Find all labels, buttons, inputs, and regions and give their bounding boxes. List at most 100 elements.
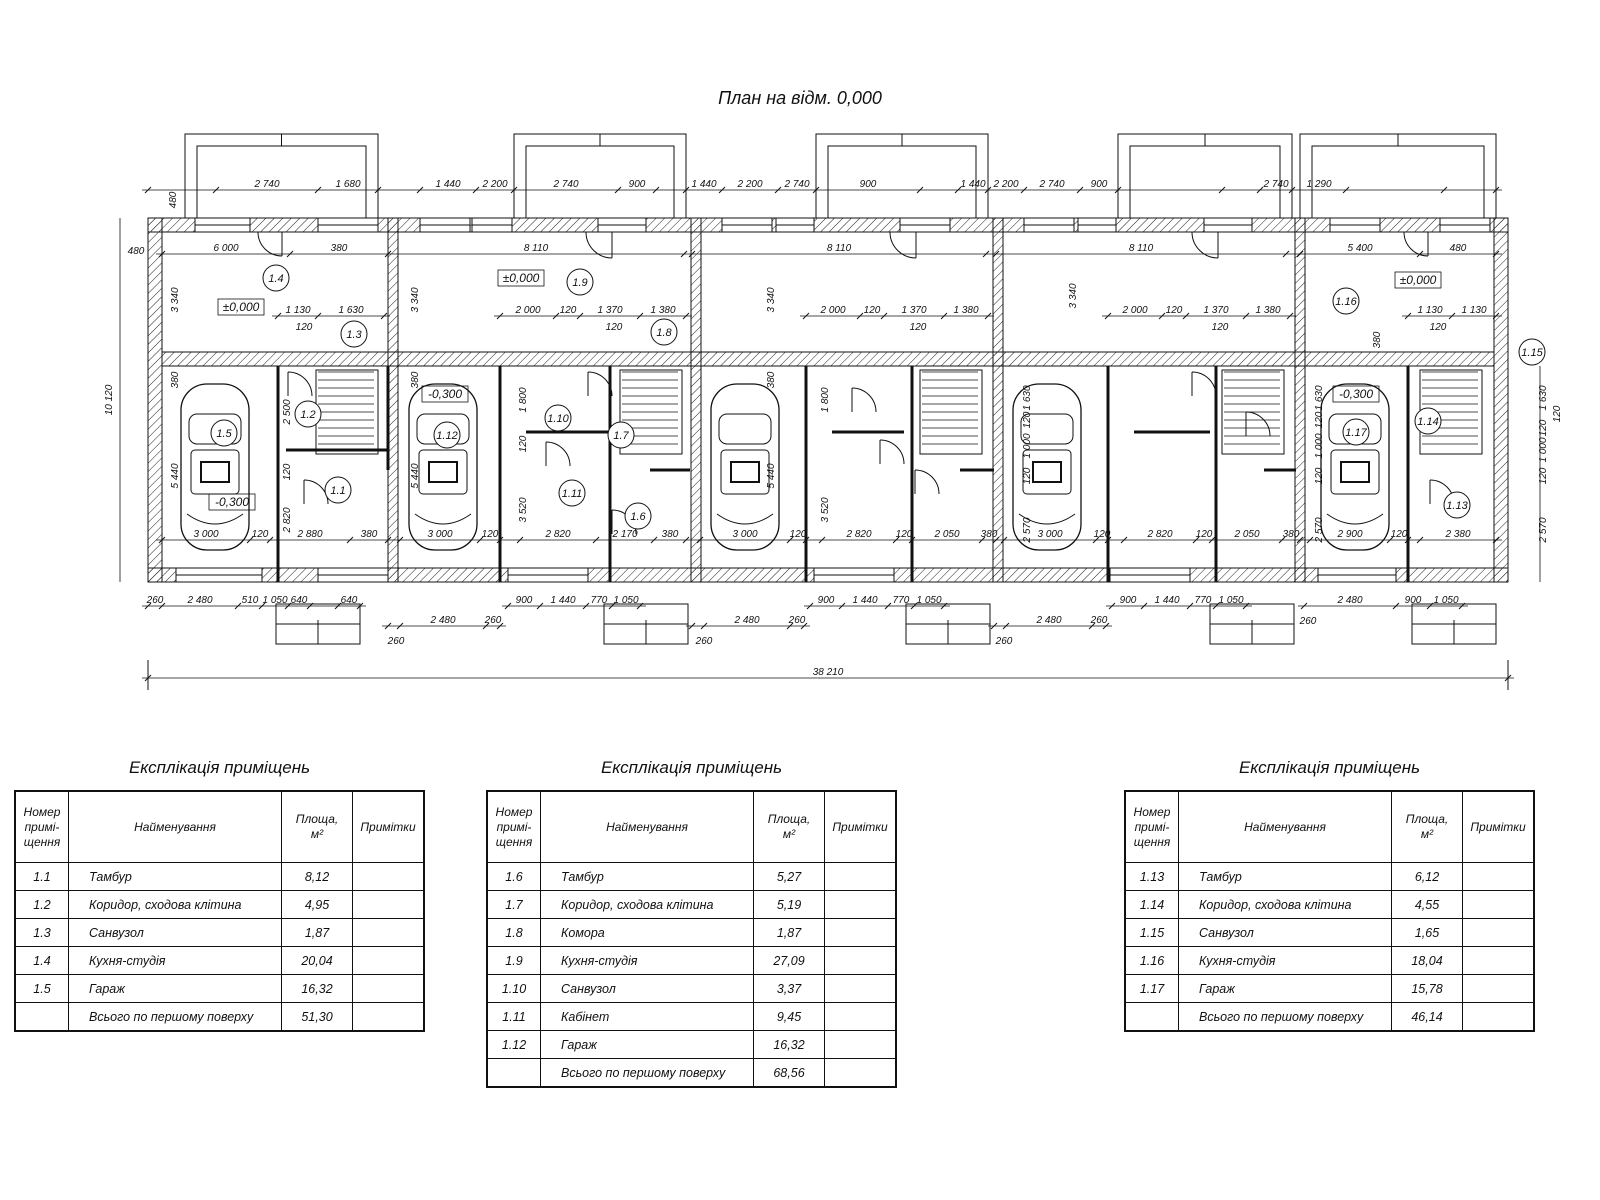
room-tag: 1.5 bbox=[216, 428, 232, 440]
dimension-tick bbox=[1256, 186, 1264, 194]
dimension-tick bbox=[266, 536, 274, 544]
dimension-tick bbox=[1102, 622, 1110, 630]
room-name: Комора bbox=[540, 918, 754, 947]
room-number bbox=[1124, 1002, 1179, 1032]
level-mark-box bbox=[217, 298, 265, 316]
room-name: Санвузол bbox=[68, 918, 282, 947]
room-name: Коридор, сходова клітина bbox=[540, 890, 754, 919]
room-area: 15,78 bbox=[1391, 974, 1463, 1003]
level-mark-box bbox=[421, 385, 469, 403]
dimension-label: 2 170 bbox=[611, 529, 637, 540]
dimension-tick bbox=[682, 536, 690, 544]
dimension-tick bbox=[614, 186, 622, 194]
dimension-tick bbox=[802, 312, 810, 320]
dimension-label: 120 bbox=[910, 322, 927, 333]
dimension-label: 260 bbox=[995, 636, 1013, 647]
dimension-label: 1 630 bbox=[1538, 385, 1549, 410]
dimension-tick bbox=[1192, 536, 1200, 544]
dimension-tick bbox=[482, 622, 490, 630]
table-title: Експлікація приміщень bbox=[1238, 758, 1421, 777]
dimension-label: 260 bbox=[1090, 615, 1108, 626]
room-number: 1.1 bbox=[14, 862, 69, 891]
car-hood bbox=[716, 513, 774, 525]
room-note bbox=[1462, 974, 1535, 1003]
door-swing bbox=[851, 387, 877, 413]
dimension-label: 2 480 bbox=[733, 615, 759, 626]
dimension-label: 120 bbox=[1430, 322, 1447, 333]
dimension-label: 1 130 bbox=[1461, 305, 1486, 316]
door-swing bbox=[1245, 411, 1271, 437]
room-tag: 1.10 bbox=[547, 413, 569, 425]
dimension-label: 1 000 bbox=[1314, 433, 1325, 458]
dimension-label: 120 bbox=[1552, 405, 1563, 422]
dimension-tick bbox=[1000, 536, 1008, 544]
dimension-label: 120 bbox=[296, 322, 313, 333]
dimension-label: 1 130 bbox=[1417, 305, 1442, 316]
level-mark: ±0,000 bbox=[223, 300, 260, 314]
car-roof bbox=[418, 449, 468, 495]
dimension-tick bbox=[334, 602, 342, 610]
door-swing bbox=[585, 231, 613, 259]
dimension-tick bbox=[510, 186, 518, 194]
car-sunroof bbox=[1340, 461, 1370, 483]
dimension-label: 120 bbox=[1022, 411, 1033, 428]
dimension-tick bbox=[1296, 536, 1304, 544]
dimension-tick bbox=[682, 186, 690, 194]
dimension-label: 380 bbox=[766, 371, 777, 388]
plan-title: План на відм. 0,000 bbox=[718, 88, 882, 108]
dimension-label: 2 050 bbox=[1233, 529, 1259, 540]
terrace-outline bbox=[815, 133, 989, 218]
room-name: Гараж bbox=[68, 974, 282, 1003]
dimension-tick bbox=[1492, 250, 1500, 258]
room-tag: 1.14 bbox=[1417, 416, 1438, 428]
car-roof bbox=[720, 449, 770, 495]
dimension-tick bbox=[992, 536, 1000, 544]
dimension-label: 260 bbox=[387, 636, 405, 647]
header-number: Номер примі- щення bbox=[486, 790, 541, 863]
level-mark: -0,300 bbox=[215, 495, 249, 509]
dimension-tick bbox=[552, 312, 560, 320]
room-name: Всього по першому поверху bbox=[1178, 1002, 1392, 1032]
room-name: Тамбур bbox=[1178, 862, 1392, 891]
room-tag: 1.3 bbox=[346, 329, 362, 341]
dimension-tick bbox=[984, 312, 992, 320]
dimension-label: 1 380 bbox=[1255, 305, 1280, 316]
dimension-label: 380 bbox=[981, 529, 998, 540]
room-number: 1.13 bbox=[1124, 862, 1179, 891]
dimension-tick bbox=[274, 312, 282, 320]
dimension-label: 900 bbox=[629, 179, 646, 190]
level-mark-box bbox=[1332, 385, 1380, 403]
dimension-label: 380 bbox=[662, 529, 679, 540]
room-name: Тамбур bbox=[68, 862, 282, 891]
room-area: 16,32 bbox=[281, 974, 353, 1003]
dimension-label: 480 bbox=[128, 246, 145, 257]
car-icon bbox=[180, 383, 250, 551]
room-tag-circle bbox=[340, 320, 368, 348]
car-icon bbox=[1012, 383, 1082, 551]
dimension-label: 1 050 bbox=[916, 595, 941, 606]
dimension-label: 380 bbox=[170, 371, 181, 388]
dimension-label: 1 370 bbox=[1203, 305, 1228, 316]
room-tag-circle bbox=[1443, 491, 1471, 519]
dimension-label: 1 000 bbox=[1538, 437, 1549, 462]
dimension-label: 120 bbox=[518, 435, 529, 452]
dimension-tick bbox=[700, 622, 708, 630]
room-name: Коридор, сходова клітина bbox=[1178, 890, 1392, 919]
level-mark: -0,300 bbox=[428, 387, 462, 401]
dimension-tick bbox=[680, 250, 688, 258]
room-note bbox=[824, 946, 897, 975]
dimension-label: 380 bbox=[1283, 529, 1300, 540]
room-number: 1.17 bbox=[1124, 974, 1179, 1003]
room-note bbox=[824, 1030, 897, 1059]
dimension-label: 480 bbox=[168, 191, 179, 208]
room-tag-circle bbox=[294, 400, 322, 428]
dimension-label: 8 110 bbox=[1129, 243, 1154, 254]
room-tag: 1.4 bbox=[268, 273, 283, 285]
dimension-tick bbox=[940, 602, 948, 610]
room-number: 1.4 bbox=[14, 946, 69, 975]
